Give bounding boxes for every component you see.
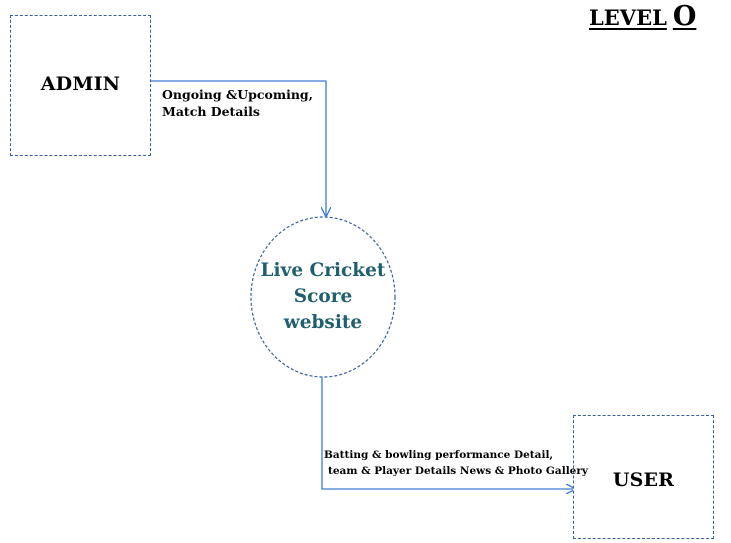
process-label-line: Score <box>293 286 353 307</box>
admin-entity-box: ADMIN <box>10 15 151 156</box>
user-entity-label: USER <box>612 469 675 491</box>
process-label: Live Cricket Score website <box>250 258 396 336</box>
user-flow-label-line: team & Player Details News & Photo Galle… <box>328 465 588 477</box>
admin-flow-label-line: Ongoing &Upcoming, <box>162 87 314 102</box>
admin-to-process-flow-arrow <box>151 80 326 216</box>
level-title-word: LEVEL <box>589 5 667 30</box>
user-entity-box: USER <box>573 415 714 539</box>
process-label-line: Live Cricket <box>260 260 386 281</box>
process-to-user-flow-arrow <box>321 377 575 489</box>
user-flow-label: Batting & bowling performance Detail, te… <box>324 447 588 479</box>
user-flow-label-line: Batting & bowling performance Detail, <box>324 449 554 461</box>
admin-flow-label: Ongoing &Upcoming, Match Details <box>162 86 313 120</box>
admin-flow-label-line: Match Details <box>162 104 260 119</box>
level-title-number: O <box>672 1 697 32</box>
admin-entity-label: ADMIN <box>40 73 121 95</box>
process-circle <box>250 216 396 378</box>
process-label-line: website <box>283 312 363 333</box>
